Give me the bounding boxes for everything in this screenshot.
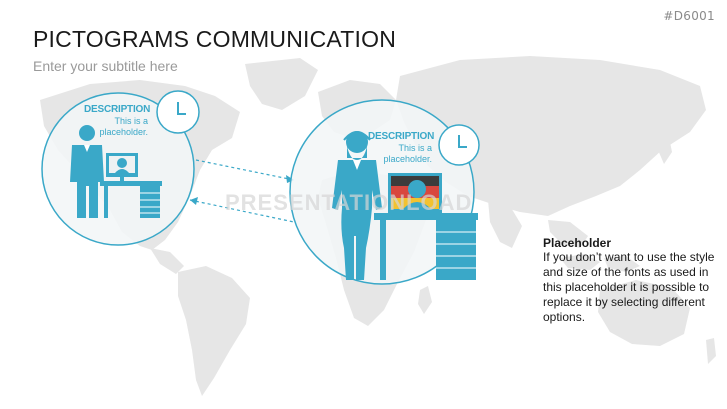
- description-line1: This is a: [114, 116, 148, 126]
- connector-arrows: [190, 175, 294, 205]
- computer-monitor-icon: [106, 153, 138, 181]
- right-circle: [289, 99, 475, 285]
- placeholder-heading: Placeholder: [543, 236, 612, 250]
- desk-drawers: [140, 192, 160, 214]
- description-title: DESCRIPTION: [368, 131, 435, 142]
- headset-icon: [343, 131, 371, 141]
- businesswoman-icon: [332, 131, 382, 280]
- left-description: DESCRIPTION This is a placeholder.: [84, 104, 151, 137]
- watermark: PRESENTATIONLOAD: [225, 190, 473, 215]
- placeholder-textbox[interactable]: Placeholder If you don’t want to use the…: [543, 236, 718, 325]
- businessman-icon: [70, 125, 104, 218]
- desk-icon: [374, 213, 478, 280]
- desk-drawers: [436, 231, 476, 269]
- computer-monitor-icon: [388, 173, 442, 213]
- clock-icon: [156, 90, 200, 134]
- description-line2: placeholder.: [383, 154, 432, 164]
- connector-lines: [189, 159, 295, 223]
- page-title: PICTOGRAMS COMMUNICATION: [33, 26, 397, 52]
- clock-icon: [438, 124, 480, 166]
- collar: [353, 160, 361, 170]
- page-subtitle: Enter your subtitle here: [33, 58, 178, 74]
- placeholder-body: If you don’t want to use the style and s…: [543, 250, 715, 324]
- description-line2: placeholder.: [99, 127, 148, 137]
- tie: [84, 145, 90, 152]
- slide-code: #D6001: [663, 9, 715, 23]
- desk-icon: [100, 181, 162, 218]
- description-title: DESCRIPTION: [84, 104, 151, 115]
- description-line1: This is a: [398, 143, 432, 153]
- right-description: DESCRIPTION This is a placeholder.: [368, 131, 435, 164]
